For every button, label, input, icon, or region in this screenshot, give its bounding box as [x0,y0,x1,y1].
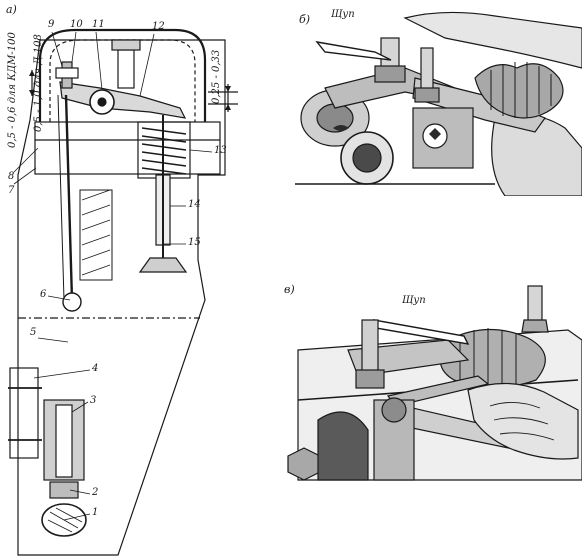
part-number-8: 8 [8,171,15,182]
dimension-label-d108: 0,5 - 1,0 для Д-108 [33,34,44,132]
panel-v-tool-label: Щуп [402,295,426,306]
panel-b-feeler-gauge-check: б) Щуп [295,8,582,196]
spring-boot [474,63,564,119]
engine-block-outline [17,39,226,556]
rocker-stand [117,49,135,89]
part-number-14: 14 [188,199,201,210]
part-number-6: 6 [40,289,47,300]
panel-b-svg [295,11,582,196]
part-number-2: 2 [92,487,99,498]
part-number-9: 9 [48,19,55,30]
part-number-11: 11 [92,19,105,30]
part-number-4: 4 [92,363,99,374]
part-number-13: 13 [214,145,227,156]
hand-upper [403,11,582,69]
hand-v [467,382,579,460]
panel-a-label: а) [6,3,17,16]
part-number-5: 5 [30,327,37,338]
dimension-label-kdm100: 0,5 - 0,6 для КДМ-100 [7,32,18,148]
valve-mechanism-svg [8,28,238,556]
panel-a-valve-mechanism-drawing: а) 0,5 - 0,6 для КДМ-100 0,5 - 1,0 для Д… [0,0,240,557]
valve-head [138,257,188,273]
part-number-1: 1 [92,507,99,518]
part-number-10: 10 [70,19,83,30]
cylinder-head [34,121,221,175]
dimension-label-gap: 0,25 - 0,33 [211,49,222,104]
rocker-arm [59,81,187,119]
push-rod [64,94,74,301]
panel-v-label: в) [284,283,295,296]
panel-b-tool-label: Щуп [331,9,355,20]
feeler-gauge-blade [315,40,392,61]
part-number-7: 7 [8,185,15,196]
panel-v-feeler-gauge-adjustment: в) Щуп [278,280,582,500]
valve-cover [38,28,207,122]
tappet [49,481,79,499]
part-number-12: 12 [152,21,165,32]
part-number-3: 3 [90,395,97,406]
panel-v-svg [287,285,582,481]
panel-b-label: б) [299,13,311,26]
part-number-15: 15 [188,237,201,248]
guide-bracket [9,367,39,459]
